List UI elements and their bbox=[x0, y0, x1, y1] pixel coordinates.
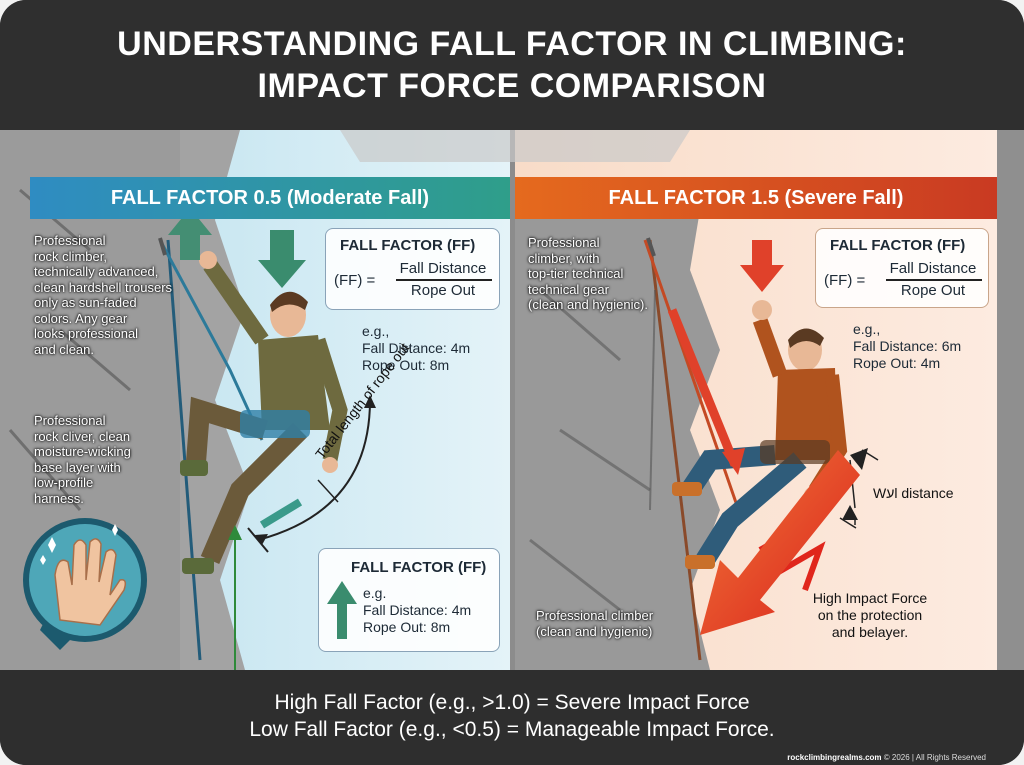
right-harness bbox=[760, 440, 830, 464]
left-rope bbox=[166, 239, 202, 661]
impact-arrow bbox=[700, 450, 860, 635]
right-formula-numerator: Fall Distance bbox=[889, 260, 977, 277]
summary-low: Low Fall Factor (e.g., <0.5) = Manageabl… bbox=[249, 718, 775, 741]
small-box-title: FALL FACTOR (FF) bbox=[351, 559, 487, 576]
left-climber-torso bbox=[258, 335, 330, 430]
right-rock-wall bbox=[515, 210, 720, 670]
comparison-scene: FALL FACTOR 0.5 (Moderate Fall) FALL FAC… bbox=[0, 130, 1024, 670]
right-formula-title: FALL FACTOR (FF) bbox=[830, 237, 966, 254]
copyright: rockclimbingrealms.com © 2026 | All Righ… bbox=[787, 753, 986, 762]
left-quickdraw bbox=[158, 237, 167, 256]
right-down-arrow bbox=[740, 240, 784, 292]
right-caption-climber: Professional climber, with top-tier tech… bbox=[528, 235, 648, 312]
right-quickdraw bbox=[646, 237, 656, 257]
right-formula-lhs: (FF) = bbox=[824, 272, 866, 289]
up-arrow-icon bbox=[327, 581, 357, 639]
footer-summary: High Fall Factor (e.g., >1.0) = Severe I… bbox=[0, 670, 1024, 765]
sparkle-icon bbox=[40, 524, 118, 565]
right-rope bbox=[648, 239, 702, 661]
left-formula-denominator: Rope Out bbox=[410, 282, 476, 299]
left-panel-title: FALL FACTOR 0.5 (Moderate Fall) bbox=[30, 177, 510, 219]
summary-high: High Fall Factor (e.g., >1.0) = Severe I… bbox=[274, 691, 750, 714]
left-formula-lhs: (FF) = bbox=[334, 272, 376, 289]
title-line-2: IMPACT FORCE COMPARISON bbox=[257, 67, 767, 105]
right-climber-torso bbox=[775, 368, 838, 460]
right-formula-denominator: Rope Out bbox=[900, 282, 966, 299]
left-example: e.g., Fall Distance: 4m Rope Out: 8m bbox=[362, 323, 471, 373]
right-example: e.g., Fall Distance: 6m Rope Out: 4m bbox=[853, 321, 962, 371]
left-caption-base-layer: Professional rock cliver, clean moisture… bbox=[34, 413, 131, 506]
left-caption-climber: Professional rock climber, technically a… bbox=[34, 233, 173, 357]
right-panel-title: FALL FACTOR 1.5 (Severe Fall) bbox=[515, 177, 997, 219]
left-down-arrow bbox=[258, 230, 306, 288]
title-line-1: UNDERSTANDING FALL FACTOR IN CLIMBING: bbox=[117, 25, 907, 63]
hand-icon bbox=[54, 538, 127, 626]
scene-illustration bbox=[0, 130, 1024, 670]
page-title: UNDERSTANDING FALL FACTOR IN CLIMBING: I… bbox=[0, 0, 1024, 130]
left-formula-numerator: Fall Distance bbox=[399, 260, 487, 277]
fall-distance-label: Wעl distance bbox=[873, 485, 954, 501]
left-harness bbox=[240, 410, 310, 438]
impact-force-label: High Impact Force on the protection and … bbox=[812, 590, 928, 640]
right-caption-bottom: Professional climber (clean and hygienic… bbox=[536, 608, 654, 639]
left-up-arrow bbox=[168, 208, 212, 260]
left-example-box: FALL FACTOR (FF) e.g. Fall Distance: 4m … bbox=[318, 548, 500, 652]
rope-length-indicator bbox=[257, 399, 371, 541]
left-formula-title: FALL FACTOR (FF) bbox=[340, 237, 476, 254]
left-formula-box: FALL FACTOR (FF) (FF) = Fall Distance Ro… bbox=[325, 228, 500, 310]
right-formula-box: FALL FACTOR (FF) (FF) = Fall Distance Ro… bbox=[815, 228, 989, 308]
